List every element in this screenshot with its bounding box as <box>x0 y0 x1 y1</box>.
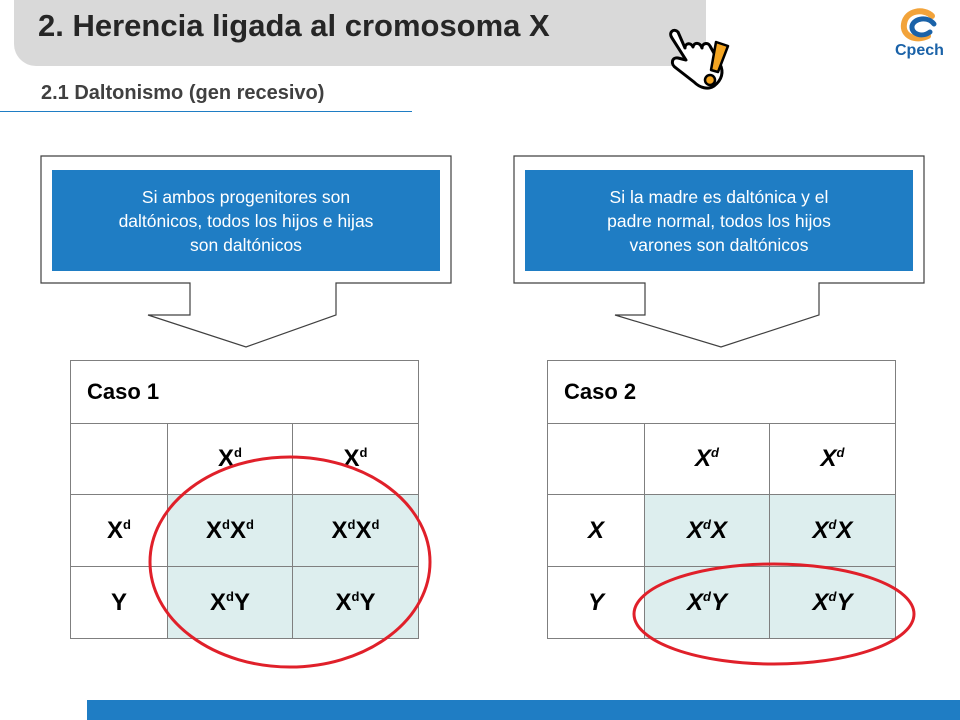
case2-empty-corner <box>547 423 645 495</box>
footer-bar <box>87 700 960 720</box>
logo-text: Cpech <box>895 42 944 59</box>
case2-col1-gamete: Xd <box>644 423 770 495</box>
case2-row1-gamete: X <box>547 494 645 567</box>
section-subtitle: 2.1 Daltonismo (gen recesivo) <box>41 82 325 104</box>
punnett-table-case2: Caso 2 Xd Xd X XdX XdX Y XdY XdY <box>547 360 896 639</box>
case2-title: Caso 2 <box>547 360 896 424</box>
case2-col2-gamete: Xd <box>769 423 896 495</box>
right-callout-line2: padre normal, todos los hijos <box>607 210 831 231</box>
case2-genotype-r1c2: XdX <box>769 494 896 567</box>
left-callout-line3: son daltónicos <box>190 234 302 255</box>
case1-genotype-r1c2: XdXd <box>292 494 419 567</box>
case2-genotype-r1c1: XdX <box>644 494 770 567</box>
case2-genotype-r2c1: XdY <box>644 566 770 639</box>
right-callout-box: Si la madre es daltónica y el padre norm… <box>525 170 913 271</box>
right-callout-line1: Si la madre es daltónica y el <box>609 186 829 207</box>
highlight-ring-case1 <box>148 455 432 669</box>
left-callout-line1: Si ambos progenitores son <box>141 186 351 207</box>
subtitle-underline <box>0 111 412 112</box>
right-callout-line3: varones son daltónicos <box>629 234 809 255</box>
left-callout-line2: daltónicos, todos los hijos e hijas <box>118 210 374 231</box>
cpech-logo <box>900 8 937 42</box>
left-callout-box: Si ambos progenitores son daltónicos, to… <box>52 170 440 271</box>
highlight-ring-case2 <box>632 562 916 666</box>
case1-genotype-r2c2: XdY <box>292 566 419 639</box>
title-banner <box>14 0 706 66</box>
case1-genotype-r2c1: XdY <box>167 566 293 639</box>
case1-genotype-r1c1: XdXd <box>167 494 293 567</box>
case1-empty-corner <box>70 423 168 495</box>
pointing-hand-icon <box>669 28 730 90</box>
page-title: 2. Herencia ligada al cromosoma X <box>38 8 550 43</box>
exclamation-icon <box>709 40 730 74</box>
case1-title: Caso 1 <box>70 360 419 424</box>
case2-row2-gamete: Y <box>547 566 645 639</box>
case1-row2-gamete: Y <box>70 566 168 639</box>
case2-genotype-r2c2: XdY <box>769 566 896 639</box>
